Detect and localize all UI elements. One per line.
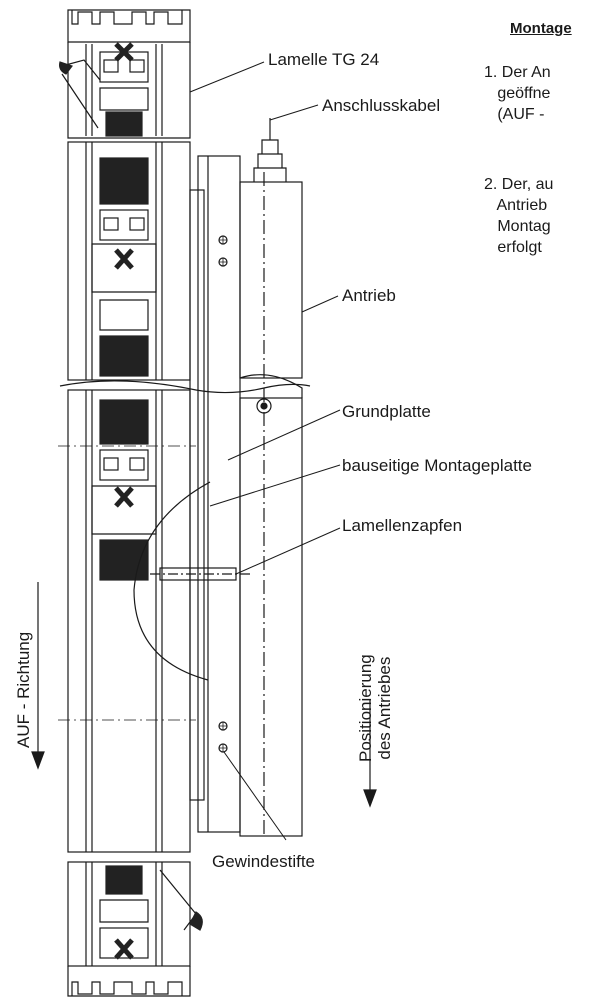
lamella-profile-bottom <box>67 861 197 997</box>
auf-direction-arrow <box>31 582 45 770</box>
label-grundplatte: Grundplatte <box>342 402 431 421</box>
window-frame-lower <box>67 389 191 853</box>
positionierung-arrow <box>363 700 377 808</box>
label-anschlusskabel: Anschlusskabel <box>322 96 441 115</box>
label-antrieb: Antrieb <box>342 286 396 305</box>
pivot-screw <box>256 398 272 414</box>
antrieb-body <box>239 118 303 837</box>
step-2-text: 2. Der, au Antrieb Montag erfolgt <box>484 176 554 256</box>
label-auf-richtung: AUF - Richtung <box>14 631 33 748</box>
grundplatte <box>189 155 241 833</box>
window-frame-upper <box>67 141 191 381</box>
label-lamelle-tg24: Lamelle TG 24 <box>268 50 380 69</box>
montage-heading: Montage <box>510 20 572 37</box>
label-gewindestifte: Gewindestifte <box>212 852 315 871</box>
step-1-text: 1. Der An geöffne (AUF - <box>484 64 551 123</box>
leader-lines <box>189 61 341 841</box>
label-lamellenzapfen: Lamellenzapfen <box>342 516 463 535</box>
label-bauseitige-montageplatte: bauseitige Montageplatte <box>342 456 532 475</box>
lamellenzapfen-cutout <box>133 481 250 681</box>
label-positionierung: Positionierung des Antriebes <box>356 654 394 762</box>
